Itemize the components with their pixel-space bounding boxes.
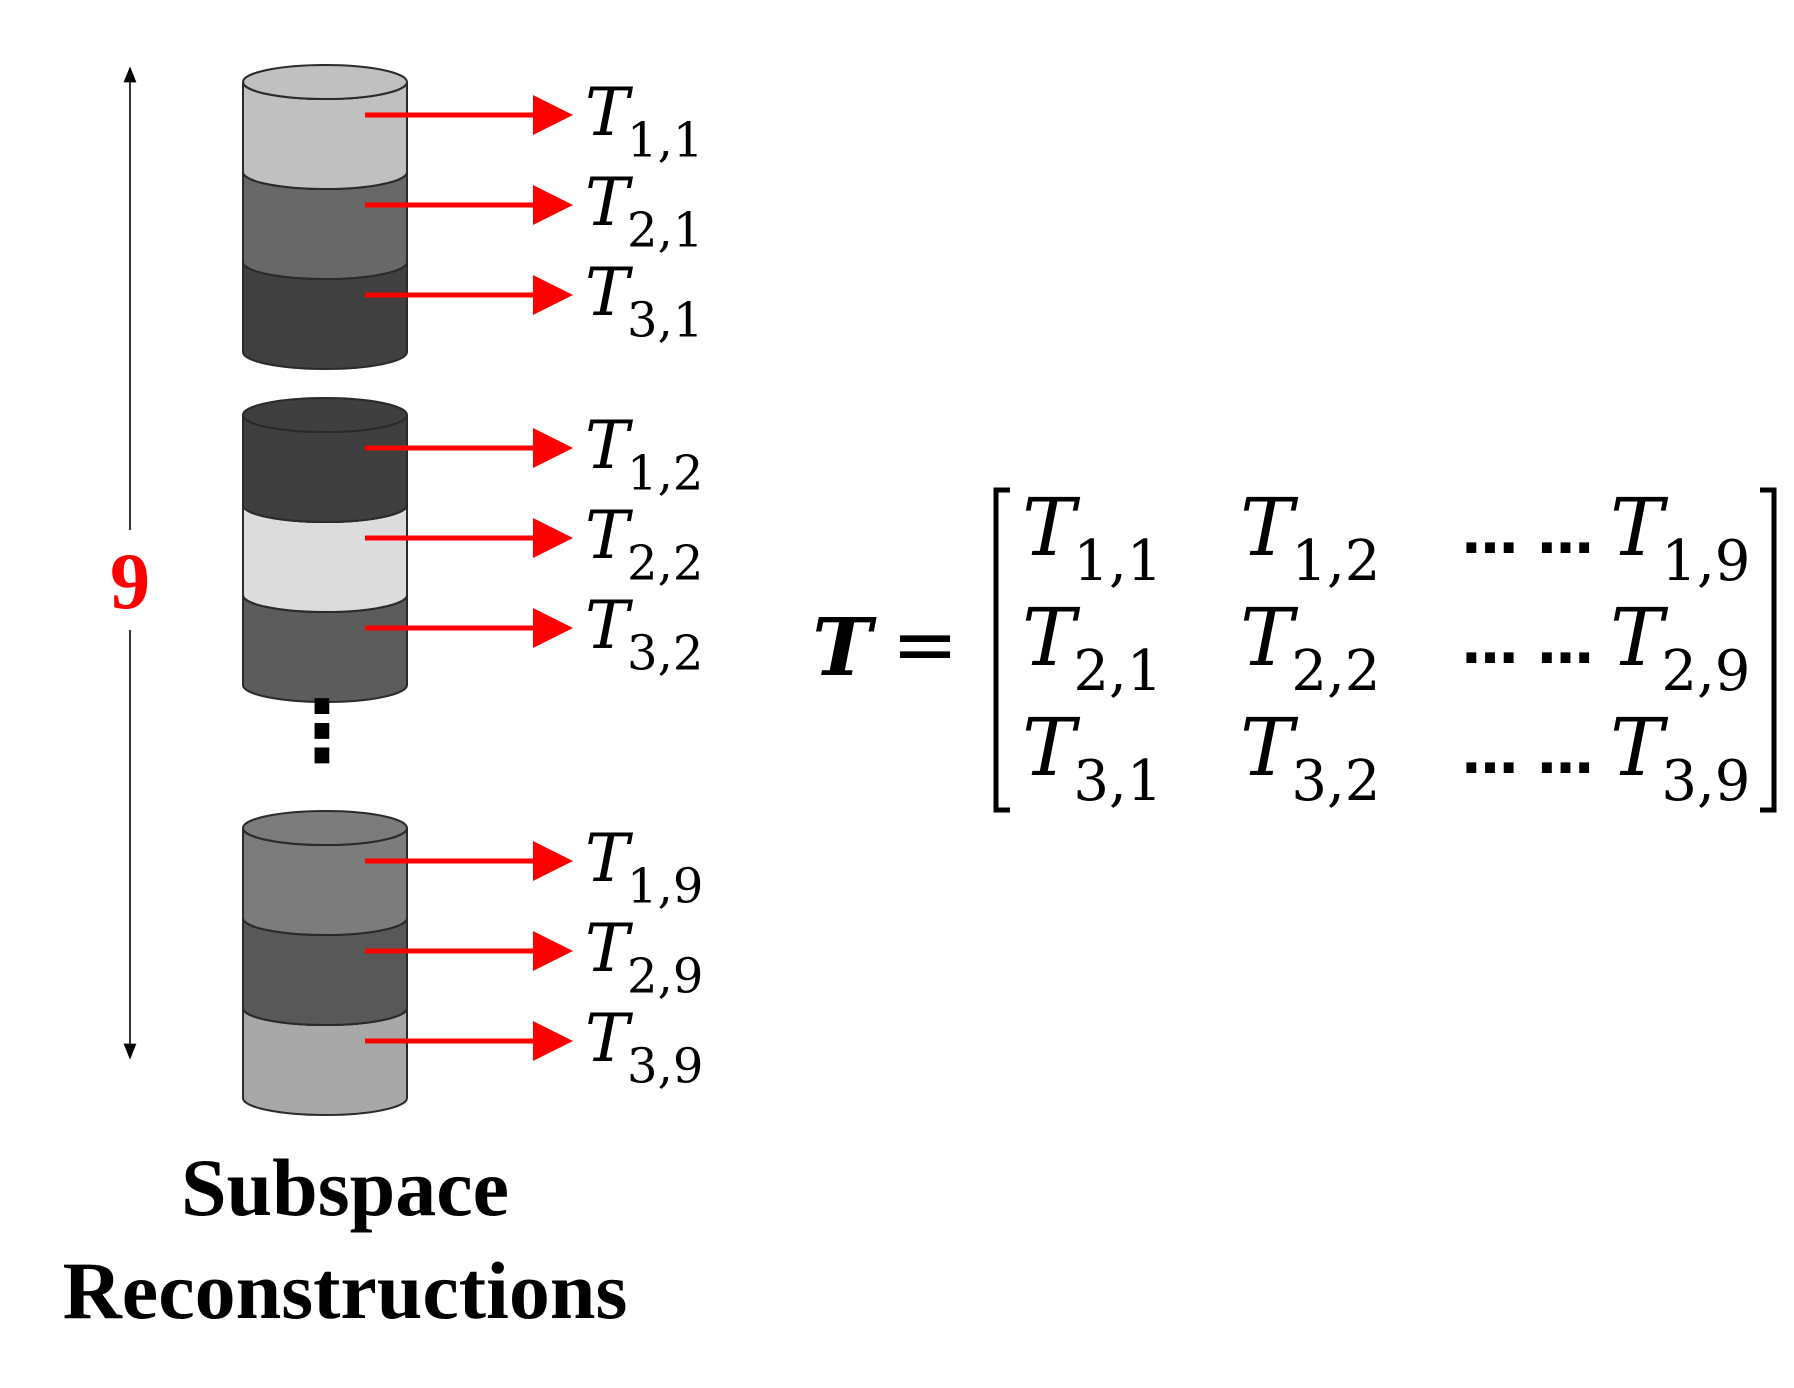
cylinder-top xyxy=(242,64,408,100)
matrix-ellipsis: … … xyxy=(1462,722,1594,787)
layer-label: T3,9 xyxy=(585,1000,703,1095)
caption-line-1: Subspace xyxy=(181,1142,509,1233)
matrix-cell: T1,9 xyxy=(1610,481,1750,594)
equation-lhs: T xyxy=(812,600,877,694)
layer-label: T1,1 xyxy=(585,74,703,169)
layer-label: T3,2 xyxy=(585,587,703,682)
equation-equals: = xyxy=(891,598,958,691)
layer-label: T2,2 xyxy=(585,497,703,592)
matrix-cell: T2,1 xyxy=(1022,591,1162,704)
cylinder-top xyxy=(242,397,408,433)
caption-line-2: Reconstructions xyxy=(63,1245,628,1336)
layer-label: T2,9 xyxy=(585,910,703,1005)
cylinder-stacks: T1,1T2,1T3,1T1,2T2,2T3,2T1,9T2,9T3,9 xyxy=(242,64,703,1116)
matrix-cell: T2,9 xyxy=(1610,591,1750,704)
matrix-ellipsis: … … xyxy=(1462,502,1594,567)
matrix-left-bracket xyxy=(993,487,1010,813)
matrix-cell: T2,2 xyxy=(1240,591,1380,704)
matrix-cell: T3,9 xyxy=(1610,701,1750,814)
matrix-cell: T1,2 xyxy=(1240,481,1380,594)
layer-label: T3,1 xyxy=(585,254,703,349)
cylinder-stack: T1,9T2,9T3,9 xyxy=(242,810,703,1116)
vertical-ellipsis: ⋮ xyxy=(280,682,364,780)
matrix-ellipsis: … … xyxy=(1462,612,1594,677)
layer-label: T2,1 xyxy=(585,164,703,259)
cylinder-stack: T1,1T2,1T3,1 xyxy=(242,64,703,370)
matrix-cell: T3,1 xyxy=(1022,701,1162,814)
matrix-right-bracket xyxy=(1760,487,1777,813)
layer-label: T1,9 xyxy=(585,820,703,915)
matrix-cell: T3,2 xyxy=(1240,701,1380,814)
count-label: 9 xyxy=(110,538,150,626)
cylinder-stack: T1,2T2,2T3,2 xyxy=(242,397,703,703)
matrix-cell: T1,1 xyxy=(1022,481,1162,594)
count-dimension: 9 xyxy=(110,66,150,1060)
cylinder-top xyxy=(242,810,408,846)
layer-label: T1,2 xyxy=(585,407,703,502)
